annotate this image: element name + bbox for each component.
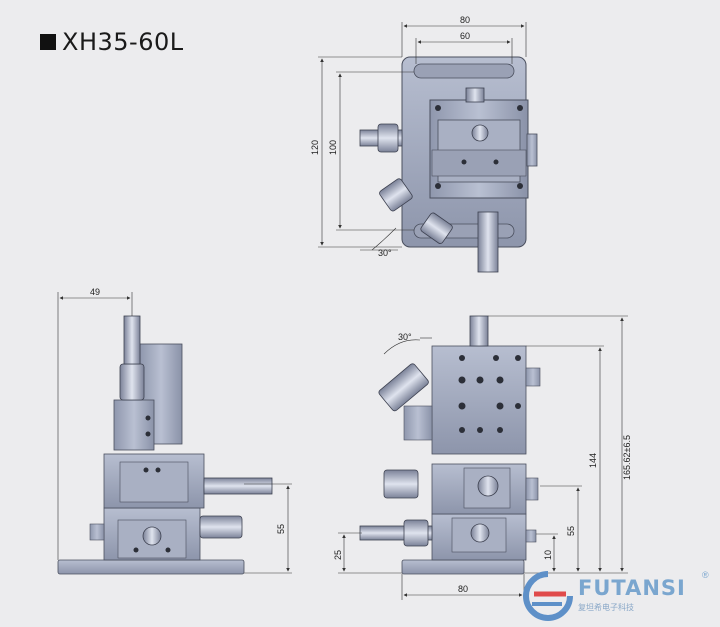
front-view-upper-stage	[431, 345, 527, 455]
logo-registered-mark: ®	[702, 570, 709, 580]
front-view-angled-knob	[378, 363, 429, 412]
front-view-angled-base	[403, 405, 433, 441]
front-view-right-clamp	[525, 477, 539, 501]
top-view-screw	[435, 105, 441, 111]
front-view-lower-handle	[403, 519, 429, 547]
top-view-angled-knob-left	[379, 178, 413, 212]
side-view-top-micrometer	[123, 315, 141, 365]
front-view: 30° 165.62±6.5 144 55 10 25 80	[333, 315, 632, 600]
logo-subtitle: 复坦希电子科技	[578, 603, 634, 612]
side-view-lower-knob	[142, 526, 162, 546]
top-view-angled-knob-right	[420, 212, 453, 244]
side-view-middle-micrometer	[203, 477, 273, 495]
top-view-angle-label: 30°	[378, 248, 392, 258]
front-view-lower-knob	[470, 523, 490, 543]
top-view-side-clamp	[526, 133, 538, 167]
top-view-screw	[493, 159, 499, 165]
top-view-bottom-micrometer	[477, 211, 499, 273]
top-view-screw	[461, 159, 467, 165]
side-view-base-plate	[57, 559, 245, 575]
front-view-side-clamp	[525, 529, 537, 543]
top-view-height-inner-label: 100	[328, 140, 338, 155]
side-view-width-label: 49	[90, 287, 100, 297]
front-view-middle-knob	[477, 475, 499, 497]
top-view-center-knob	[471, 124, 489, 142]
brand-logo: FUTANSI ® 复坦希电子科技	[522, 568, 718, 624]
top-view-screw	[517, 105, 523, 111]
top-view-stage-lower	[431, 149, 527, 177]
front-view-top-micrometer	[469, 315, 489, 347]
front-view-angle-label: 30°	[398, 332, 412, 342]
top-view-top-micrometer	[465, 87, 485, 103]
front-view-right-knob	[525, 367, 541, 387]
front-view-height-144-label: 144	[588, 453, 598, 468]
front-view-height-10-label: 10	[543, 550, 553, 560]
side-view-upper-block	[113, 399, 155, 451]
front-view-height-25-label: 25	[333, 550, 343, 560]
front-view-width-label: 80	[458, 584, 468, 594]
side-view-middle-block	[119, 461, 189, 503]
top-view-width-inner-label: 60	[460, 31, 470, 41]
top-view-left-knob	[377, 123, 399, 153]
side-view: 49 55	[57, 287, 292, 575]
side-view-left-tab	[89, 523, 105, 541]
model-name: XH35-60L	[62, 28, 184, 56]
top-view-screw	[517, 183, 523, 189]
top-view-height-outer-label: 120	[310, 140, 320, 155]
front-view-height-55-label: 55	[566, 526, 576, 536]
top-view-width-outer-label: 80	[460, 15, 470, 25]
logo-wordmark: FUTANSI	[578, 576, 686, 600]
side-view-height-label: 55	[276, 524, 286, 534]
top-view: 80 60 120 100 30°	[310, 15, 538, 273]
title-square-bullet	[40, 34, 56, 50]
front-view-middle-handle	[383, 469, 419, 499]
front-view-base-plate	[401, 559, 525, 575]
drawing-title: XH35-60L	[40, 28, 184, 56]
logo-globe-icon	[523, 571, 573, 621]
top-view-slot-top	[413, 63, 515, 79]
front-view-total-height-label: 165.62±6.5	[622, 435, 632, 480]
top-view-screw	[435, 183, 441, 189]
side-view-lower-micrometer	[199, 515, 243, 539]
side-view-upper-knob	[119, 363, 145, 401]
